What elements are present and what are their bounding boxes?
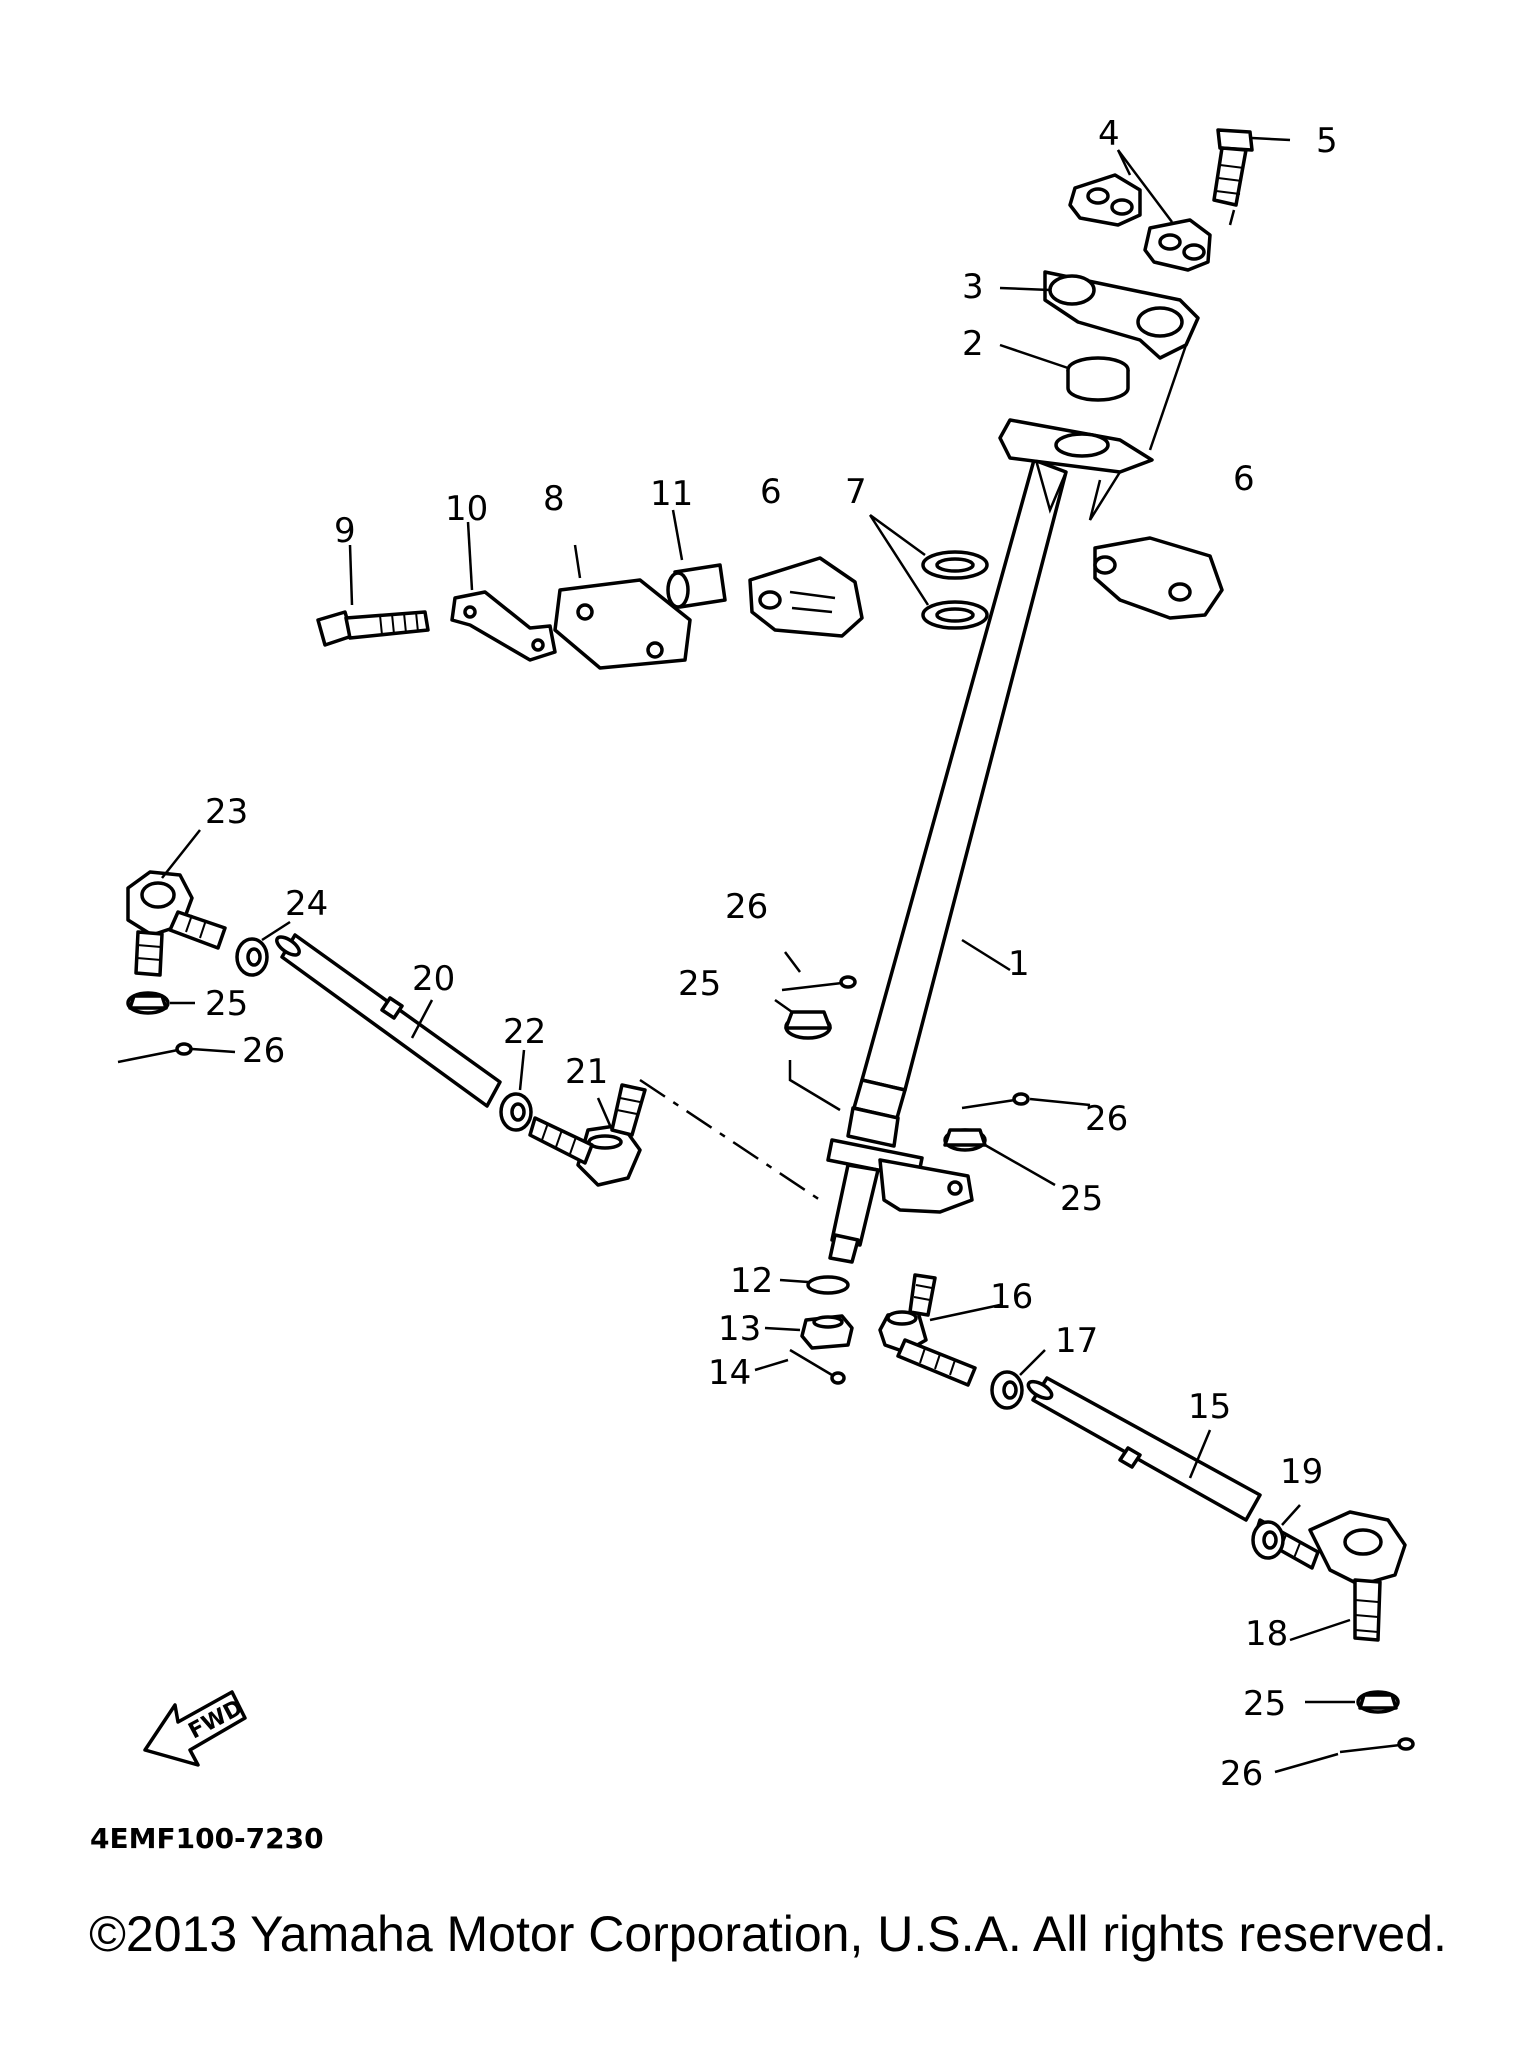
label-26-right: 26 [1085, 1099, 1128, 1139]
lower-clamp-6-right [1093, 536, 1224, 620]
handlebar-holder-3 [1043, 270, 1200, 451]
cotter-pin-26-left [117, 1042, 236, 1064]
label-18: 18 [1245, 1614, 1288, 1654]
label-6-right: 6 [1233, 459, 1255, 499]
label-12: 12 [730, 1261, 773, 1301]
cotter-pin-26-bottom [1274, 1737, 1415, 1774]
label-14: 14 [708, 1353, 751, 1393]
bolt-5 [1212, 128, 1291, 226]
part-labels: 1 2 3 4 5 6 6 7 8 9 10 11 12 13 14 15 16… [205, 114, 1338, 1794]
label-22: 22 [503, 1012, 546, 1052]
nut-25-left [126, 991, 195, 1015]
plate-8 [553, 544, 692, 670]
label-16: 16 [990, 1277, 1033, 1317]
cotter-pin-26-center [781, 951, 857, 992]
rod-end-21 [528, 1083, 647, 1187]
label-26-bottom: 26 [1220, 1754, 1263, 1794]
label-2: 2 [962, 324, 984, 364]
tie-rod-15 [1026, 1376, 1262, 1522]
copyright-notice: ©2013 Yamaha Motor Corporation, U.S.A. A… [89, 1906, 1447, 1962]
nut-19 [1251, 1504, 1301, 1560]
cotter-pin-26-right [961, 1092, 1091, 1110]
rod-end-23 [126, 829, 227, 977]
label-24: 24 [285, 884, 328, 924]
label-7: 7 [845, 472, 867, 512]
fwd-arrow: FWD [143, 1690, 247, 1767]
nut-25-center [774, 998, 832, 1040]
steering-shaft [826, 418, 1154, 1264]
label-1: 1 [1008, 944, 1030, 984]
nut-17 [990, 1349, 1046, 1410]
nut-22 [499, 1049, 533, 1132]
diagram-code: 4EMF100-7230 [90, 1822, 324, 1855]
label-3: 3 [962, 267, 984, 307]
label-11: 11 [650, 474, 693, 514]
nut-24 [235, 920, 291, 977]
label-23: 23 [205, 792, 248, 832]
nut-25-bottom [1305, 1690, 1400, 1714]
label-25-right: 25 [1060, 1179, 1103, 1219]
washer-2 [1066, 356, 1130, 402]
nut-13 [764, 1314, 854, 1350]
label-6-left: 6 [760, 472, 782, 512]
label-26-center: 26 [725, 887, 768, 927]
label-25-bottom: 25 [1243, 1684, 1286, 1724]
label-25-left: 25 [205, 984, 248, 1024]
label-20: 20 [412, 959, 455, 999]
label-15: 15 [1188, 1387, 1231, 1427]
label-25-center: 25 [678, 964, 721, 1004]
lock-plate-10 [450, 521, 557, 662]
label-10: 10 [445, 489, 488, 529]
label-17: 17 [1055, 1321, 1098, 1361]
rod-end-18 [1253, 1510, 1407, 1642]
label-5: 5 [1316, 121, 1338, 161]
cotter-pin-14 [754, 1348, 846, 1385]
washer-12 [779, 1275, 850, 1295]
collar-11 [666, 509, 727, 609]
bolt-9 [316, 544, 430, 647]
label-13: 13 [718, 1309, 761, 1349]
rod-end-16 [878, 1273, 1001, 1387]
label-9: 9 [334, 511, 356, 551]
split-rings-7 [868, 513, 989, 630]
label-8: 8 [543, 479, 565, 519]
upper-clamps-4 [1068, 149, 1212, 272]
lower-clamp-6-left [748, 556, 864, 638]
tie-rod-20 [275, 933, 502, 1108]
label-19: 19 [1280, 1452, 1323, 1492]
label-4: 4 [1098, 114, 1120, 154]
label-21: 21 [565, 1052, 608, 1092]
label-26-left: 26 [242, 1031, 285, 1071]
nut-25-right [943, 1128, 1056, 1187]
